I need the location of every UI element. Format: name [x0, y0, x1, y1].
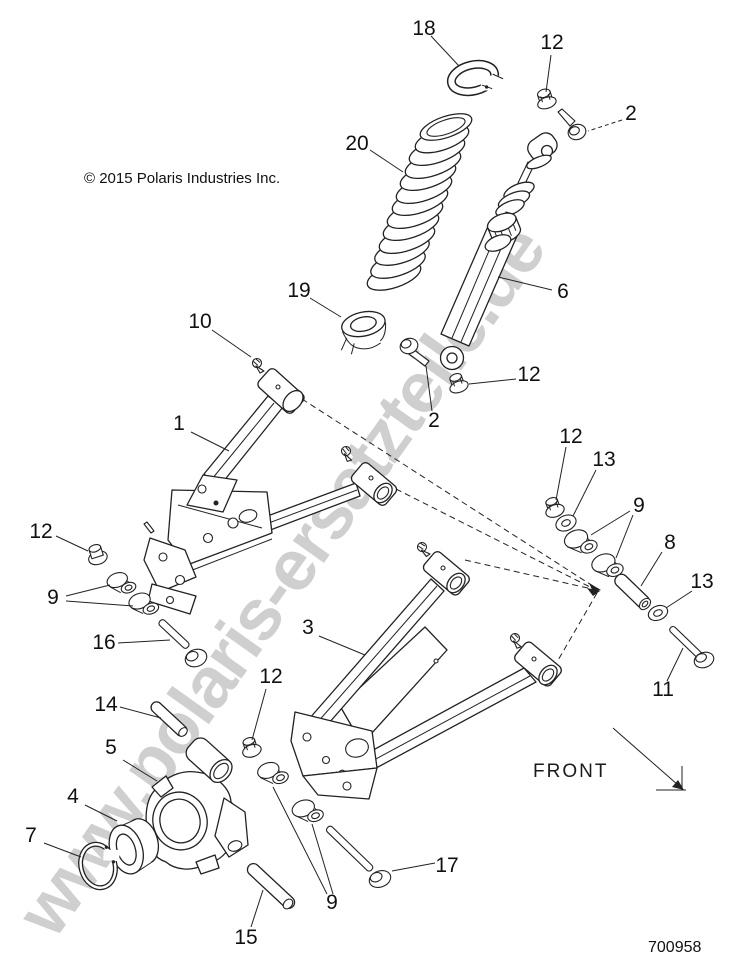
callout-20: 20	[345, 132, 369, 155]
bushing-9-bottom-b	[291, 799, 324, 823]
wheel-bearing	[108, 818, 160, 875]
assembly-axis-lines	[301, 398, 601, 663]
screw-lower-arm	[508, 632, 523, 650]
lower-control-arm	[290, 551, 562, 800]
snap-ring	[78, 841, 120, 891]
spring-retainer-cup	[340, 310, 387, 355]
front-direction-label: FRONT	[533, 761, 609, 782]
leader-lines	[43, 35, 693, 928]
callout-13-upper: 13	[592, 448, 616, 471]
bushing-9-right-b	[591, 553, 624, 578]
callout-12-right: 12	[559, 425, 583, 448]
callout-9-left: 9	[47, 586, 59, 609]
knuckle	[145, 737, 249, 875]
pivot-pin-14	[150, 701, 188, 737]
washer-13-upper	[555, 514, 577, 532]
drawing-number: 700958	[648, 939, 702, 956]
flange-nut-12-mid	[449, 372, 469, 394]
coil-spring	[366, 113, 473, 291]
washer-13-lower	[647, 604, 669, 622]
callout-9-bottom: 9	[326, 891, 338, 914]
bushing-9-left-a	[106, 572, 137, 594]
callout-14: 14	[94, 693, 118, 716]
shock-absorber	[439, 132, 558, 371]
bushing-9-bottom-a	[257, 761, 289, 785]
callout-4: 4	[67, 785, 79, 808]
bolt-11	[669, 625, 715, 669]
callout-7: 7	[25, 824, 37, 847]
bolt-2-mid	[399, 337, 430, 367]
callout-12-bottom: 12	[259, 665, 283, 688]
screw-10	[251, 357, 265, 374]
callout-9-right: 9	[633, 494, 645, 517]
callout-12-left: 12	[29, 520, 53, 543]
bolt-16	[158, 619, 208, 668]
flange-nut-12-right	[545, 496, 565, 518]
callout-12-mid: 12	[517, 363, 541, 386]
callout-2-mid: 2	[428, 409, 440, 432]
callout-6: 6	[557, 280, 569, 303]
callout-15: 15	[234, 926, 258, 949]
callout-2-top: 2	[625, 102, 637, 125]
callout-3: 3	[302, 616, 314, 639]
callout-18: 18	[412, 17, 436, 40]
screw-mid	[416, 541, 431, 559]
copyright-notice: © 2015 Polaris Industries Inc.	[84, 170, 281, 187]
callout-8: 8	[664, 531, 676, 554]
flange-nut-12-bottom	[242, 736, 262, 758]
callout-1: 1	[173, 412, 185, 435]
front-arrow	[612, 727, 686, 791]
flange-bolt-12-left	[88, 543, 108, 566]
callout-17: 17	[435, 854, 459, 877]
screw-upper-arm	[339, 445, 355, 463]
callout-11: 11	[652, 678, 674, 701]
callout-10: 10	[188, 310, 212, 333]
callout-13-lower: 13	[690, 570, 714, 593]
upper-control-arm	[143, 368, 398, 615]
retaining-ring	[446, 59, 508, 97]
callout-19: 19	[287, 279, 311, 302]
bolt-17	[325, 825, 392, 888]
flange-nut-12-top	[536, 88, 557, 110]
bolt-2-top	[557, 108, 587, 141]
callout-16: 16	[92, 631, 116, 654]
spacer-8	[614, 573, 652, 611]
callout-12-top: 12	[540, 31, 564, 54]
callout-5: 5	[105, 736, 117, 759]
pivot-pin-15	[246, 862, 296, 910]
bushing-9-right-a	[563, 529, 598, 554]
bushing-9-left-b	[128, 592, 160, 615]
